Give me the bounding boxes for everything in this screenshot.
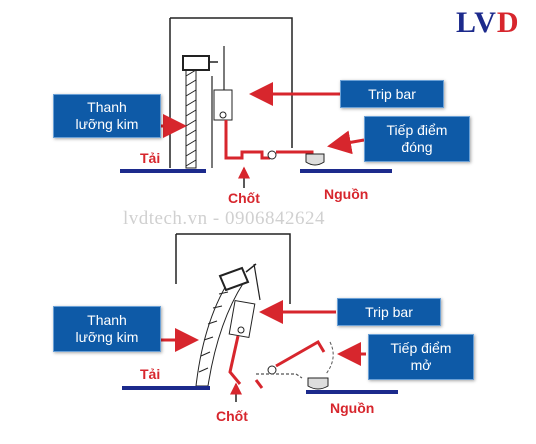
bottom-breaker-open (122, 233, 398, 402)
top-source-label: Nguồn (324, 186, 369, 202)
bottom-source-label: Nguồn (330, 400, 375, 416)
top-contact-label-line1: Tiếp điểm (386, 122, 448, 138)
brand-part-1: LV (456, 6, 497, 39)
bottom-contact-label-line1: Tiếp điểm (390, 340, 452, 356)
top-contact-label-line2: đóng (401, 139, 433, 155)
top-housing-outline (169, 17, 293, 168)
top-bimetal-label-line2: lưỡng kim (75, 116, 139, 132)
top-pin-label: Chốt (228, 190, 260, 206)
top-contact-arrow (327, 130, 365, 155)
top-tripbar-label-text: Trip bar (368, 85, 416, 102)
bottom-tripbar-label: Trip bar (337, 298, 441, 326)
top-red-lever (224, 120, 270, 160)
bottom-red-lever (228, 335, 242, 385)
top-bimetal-label-line1: Thanh (87, 99, 127, 115)
brand-part-2: D (496, 6, 520, 39)
bottom-pin-label: Chốt (216, 408, 248, 424)
top-contact-label: Tiếp điểm đóng (364, 116, 470, 162)
bottom-bimetal-label-line2: lưỡng kim (75, 329, 139, 345)
bottom-load-label: Tải (140, 366, 161, 382)
bottom-contact-label: Tiếp điểm mở (368, 334, 474, 380)
bottom-housing-outline (175, 233, 291, 304)
bottom-bimetal-label-line1: Thanh (87, 312, 127, 328)
top-trip-bar (213, 89, 233, 121)
watermark-text: lvdtech.vn - 0906842624 (123, 208, 326, 229)
top-load-label: Tải (140, 150, 161, 166)
top-breaker-closed (120, 17, 392, 188)
bottom-bimetal-label: Thanh lưỡng kim (53, 306, 161, 352)
top-lever-pivot (267, 150, 277, 160)
bottom-bimetal-cap (218, 266, 250, 292)
top-bimetal-cap (182, 55, 210, 71)
bottom-fixed-contact (307, 377, 329, 390)
bottom-contact-label-line2: mở (410, 357, 432, 373)
top-tripbar-label: Trip bar (340, 80, 444, 108)
bottom-trip-bar (228, 299, 256, 339)
top-bimetal-label: Thanh lưỡng kim (53, 94, 161, 138)
brand-logo: LVD (456, 6, 520, 40)
bottom-lever-pivot (267, 365, 277, 375)
bottom-tripbar-label-text: Trip bar (365, 303, 413, 320)
top-fixed-contact (305, 153, 325, 166)
